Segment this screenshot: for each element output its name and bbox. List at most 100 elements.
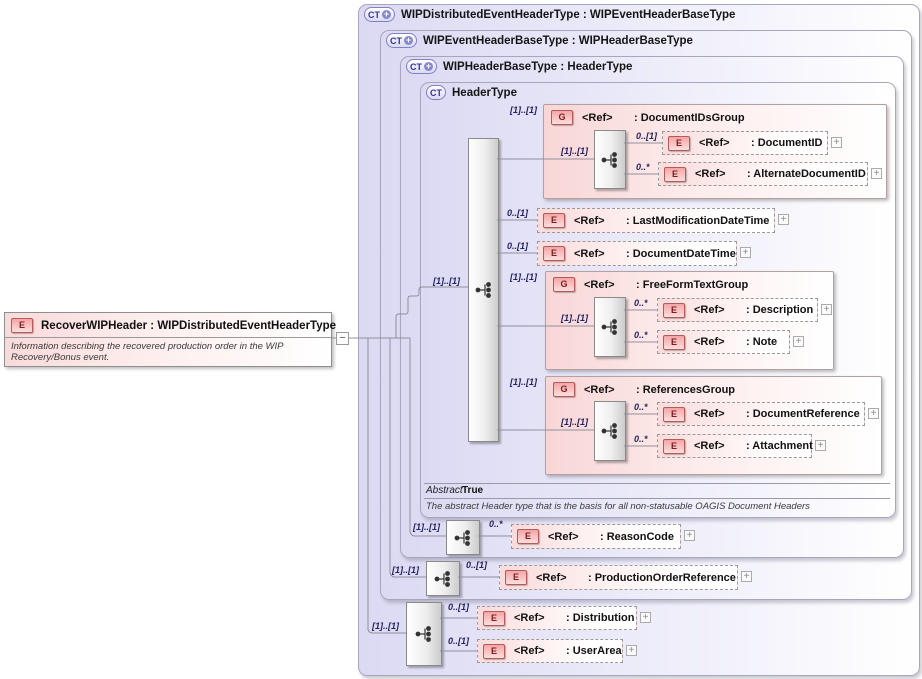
group-name: : ReferencesGroup	[636, 383, 736, 396]
expand-button[interactable]: +	[815, 440, 826, 451]
group-title: G <Ref> : DocumentIDsGroup	[551, 110, 745, 125]
expand-button[interactable]: +	[626, 645, 637, 656]
ref-label: <Ref>	[695, 168, 726, 180]
element-icon: E	[664, 166, 686, 182]
cardinality-label: [1]..[1]	[372, 621, 399, 631]
expand-button[interactable]: +	[793, 336, 804, 347]
ref-label: <Ref>	[584, 278, 615, 291]
divider	[424, 483, 890, 484]
cardinality-label: 0..[1]	[636, 131, 658, 141]
expand-button[interactable]: +	[831, 137, 842, 148]
element-name: : DocumentReference	[746, 408, 860, 420]
cardinality-label: 0..[1]	[507, 241, 529, 251]
element-description[interactable]: E <Ref> : Description	[657, 298, 818, 322]
frame-title-wipeventheaderbasetype: CT+ WIPEventHeaderBaseType : WIPHeaderBa…	[386, 33, 693, 48]
element-productionorderreference[interactable]: E <Ref> : ProductionOrderReference	[499, 565, 738, 590]
element-icon: E	[663, 438, 685, 454]
element-lastmodificationdatetime[interactable]: E <Ref> : LastModificationDateTime	[537, 208, 775, 233]
cardinality-label: 0..[1]	[507, 208, 529, 218]
element-icon: E	[663, 302, 685, 318]
complextype-icon: CT+	[364, 7, 395, 22]
sequence-icon	[475, 282, 491, 298]
expand-button[interactable]: +	[868, 408, 879, 419]
complextype-icon: CT	[426, 85, 446, 100]
sequence-compositor	[594, 297, 626, 357]
cardinality-label: 0..*	[634, 402, 648, 412]
complextype-icon: CT+	[386, 33, 417, 48]
element-name: : ReasonCode	[600, 530, 674, 543]
element-attachment[interactable]: E <Ref> : Attachment	[657, 434, 813, 458]
element-name: : Distribution	[566, 612, 635, 624]
cardinality-label: 0..*	[636, 162, 650, 172]
cardinality-label: [1]..[1]	[433, 276, 460, 286]
root-element-box[interactable]: E RecoverWIPHeader : WIPDistributedEvent…	[4, 312, 336, 367]
cardinality-label: 0..*	[634, 298, 648, 308]
sequence-compositor	[446, 520, 480, 555]
ref-label: <Ref>	[694, 440, 725, 452]
headertype-annotation: The abstract Header type that is the bas…	[426, 501, 810, 512]
element-reasoncode[interactable]: E <Ref> : ReasonCode	[511, 524, 681, 549]
cardinality-label: [1]..[1]	[510, 377, 537, 387]
ref-label: <Ref>	[548, 530, 579, 543]
group-icon: G	[553, 382, 575, 397]
sequence-compositor	[468, 138, 499, 442]
element-icon: E	[483, 610, 505, 626]
complextype-icon: CT+	[406, 59, 437, 74]
element-documentreference[interactable]: E <Ref> : DocumentReference	[657, 402, 865, 426]
element-name: : Note	[746, 336, 778, 348]
expand-button[interactable]: +	[640, 612, 651, 623]
plus-circle-icon: +	[404, 35, 413, 45]
element-name: : AlternateDocumentID	[747, 168, 866, 180]
element-icon: E	[543, 246, 565, 261]
expand-button[interactable]: +	[871, 168, 882, 179]
ref-label: <Ref>	[694, 304, 725, 316]
ref-label: <Ref>	[514, 612, 545, 624]
element-documentdatetime[interactable]: E <Ref> : DocumentDateTime	[537, 241, 737, 266]
cardinality-label: 0..[1]	[466, 560, 488, 570]
plus-circle-icon: +	[382, 9, 391, 19]
expand-button[interactable]: +	[684, 530, 695, 541]
collapse-button[interactable]: −	[336, 332, 349, 345]
element-icon: E	[11, 318, 33, 333]
element-icon: E	[517, 529, 539, 544]
group-title: G <Ref> : FreeFormTextGroup	[553, 277, 748, 292]
element-userarea[interactable]: E <Ref> : UserArea	[477, 639, 623, 663]
ref-label: <Ref>	[699, 137, 730, 149]
element-distribution[interactable]: E <Ref> : Distribution	[477, 606, 637, 630]
sequence-compositor	[594, 130, 626, 189]
group-name: : FreeFormTextGroup	[636, 278, 749, 291]
group-icon: G	[553, 277, 575, 292]
element-name: : DocumentDateTime	[626, 247, 736, 260]
ref-label: <Ref>	[574, 247, 605, 260]
group-name: : DocumentIDsGroup	[634, 111, 745, 124]
expand-button[interactable]: +	[821, 304, 832, 315]
ref-label: <Ref>	[694, 336, 725, 348]
cardinality-label: [1]..[1]	[392, 565, 419, 575]
sequence-icon	[454, 529, 470, 546]
ref-label: <Ref>	[694, 408, 725, 420]
frame-title-label: WIPEventHeaderBaseType : WIPHeaderBaseTy…	[423, 34, 693, 47]
cardinality-label: 0..*	[489, 519, 503, 529]
sequence-icon	[415, 626, 431, 642]
group-title: G <Ref> : ReferencesGroup	[553, 382, 735, 397]
sequence-icon	[601, 423, 617, 439]
sequence-icon	[601, 319, 617, 335]
expand-button[interactable]: +	[741, 571, 752, 582]
element-name: : DocumentID	[751, 137, 823, 149]
cardinality-label: [1]..[1]	[510, 105, 537, 115]
sequence-icon	[434, 570, 450, 587]
divider	[424, 498, 890, 499]
element-name: : UserArea	[566, 645, 622, 657]
sequence-compositor	[594, 401, 626, 461]
element-alternatedocumentid[interactable]: E <Ref> : AlternateDocumentID	[658, 162, 868, 186]
sequence-compositor	[406, 602, 442, 666]
expand-button[interactable]: +	[740, 247, 751, 258]
expand-button[interactable]: +	[778, 214, 789, 225]
cardinality-label: [1]..[1]	[561, 146, 588, 156]
cardinality-label: [1]..[1]	[413, 522, 440, 532]
element-note[interactable]: E <Ref> : Note	[657, 330, 790, 354]
ref-label: <Ref>	[536, 571, 567, 584]
element-documentid[interactable]: E <Ref> : DocumentID	[662, 131, 828, 155]
cardinality-label: [1]..[1]	[561, 417, 588, 427]
